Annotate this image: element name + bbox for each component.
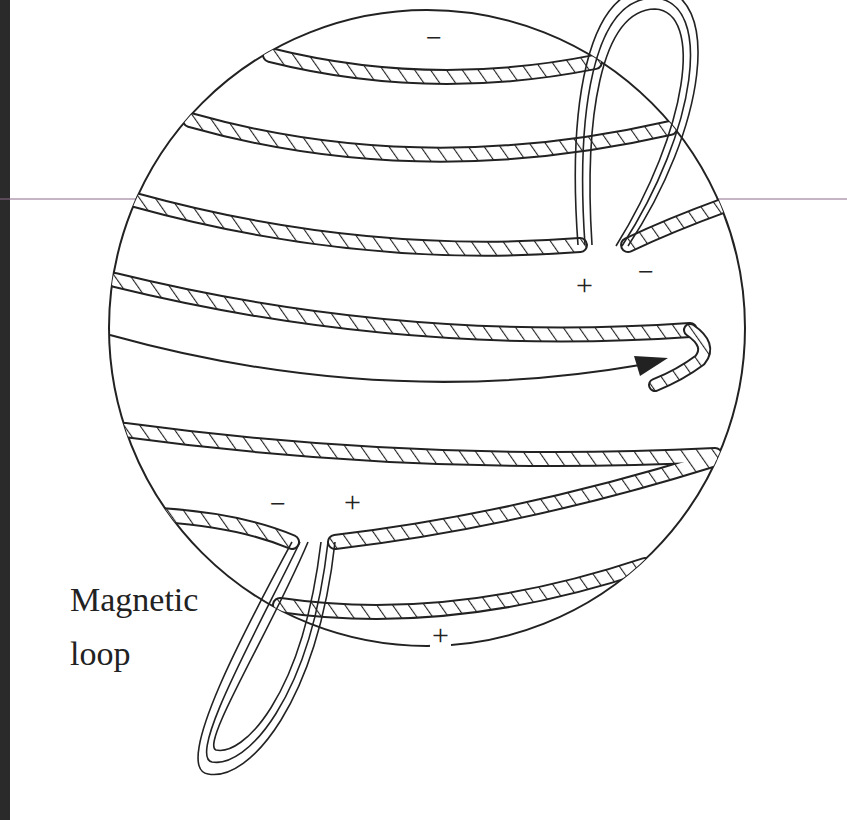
- polarity-sign: −: [268, 490, 288, 518]
- flux-ropes: [115, 55, 725, 612]
- sun-disk: [109, 10, 745, 646]
- polarity-sign: −: [636, 258, 656, 286]
- polarity-sign: −: [424, 24, 444, 52]
- magnetic-loop-upper: [575, 0, 698, 246]
- polarity-sign: +: [574, 270, 595, 300]
- polarity-sign: +: [342, 487, 363, 517]
- edge-strip: [0, 0, 10, 820]
- loop-label: Magnetic loop: [68, 573, 232, 682]
- arrow-head: [634, 356, 668, 376]
- polarity-sign: +: [430, 620, 451, 650]
- magnetic-loop-lower: [198, 542, 335, 775]
- rotation-arrow: [110, 335, 640, 382]
